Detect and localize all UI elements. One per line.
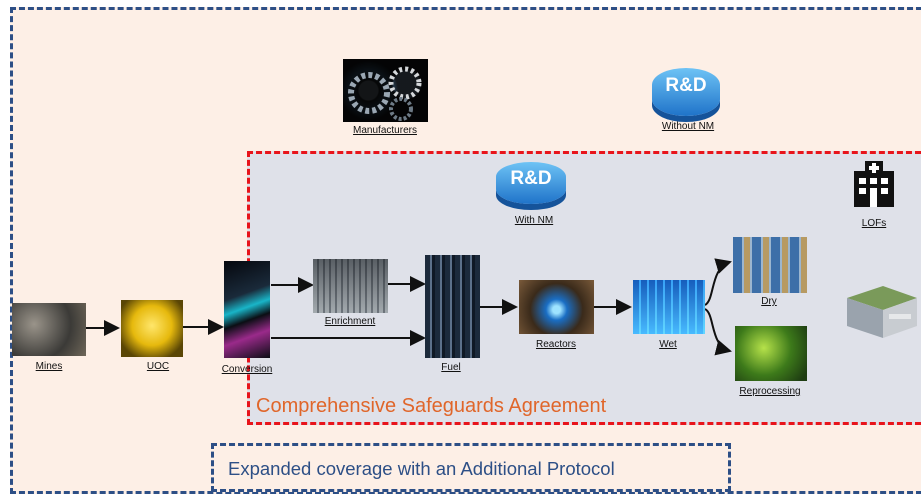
gears-icon — [348, 66, 422, 121]
reactors-image — [519, 280, 594, 334]
fuel-label: Fuel — [441, 362, 461, 373]
conversion-image — [224, 261, 270, 358]
lofs-label: LOFs — [861, 218, 887, 229]
enrichment-label: Enrichment — [324, 316, 376, 327]
mines-label: Mines — [35, 361, 63, 372]
without-nm-label: Without NM — [661, 121, 715, 132]
uoc-label: UOC — [146, 361, 170, 372]
reactors-label: Reactors — [535, 339, 577, 350]
dry-image — [733, 237, 807, 293]
ap-label-box — [211, 443, 731, 492]
with-nm-label: With NM — [514, 215, 554, 226]
reprocessing-label: Reprocessing — [739, 386, 801, 397]
fuel-image — [425, 255, 480, 358]
wet-image — [633, 280, 705, 334]
rd-without-nm-icon: R&D — [652, 68, 720, 116]
arrow-wet-dry — [704, 258, 732, 306]
enrichment-image — [313, 259, 388, 313]
manufacturers-label: Manufacturers — [353, 125, 417, 136]
rd-with-nm-icon: R&D — [496, 162, 566, 204]
mines-image — [12, 303, 86, 356]
reprocessing-image — [735, 326, 807, 381]
uoc-image — [121, 300, 183, 357]
wet-label: Wet — [659, 339, 677, 350]
hospital-icon — [854, 161, 894, 207]
csa-label: Comprehensive Safeguards Agreement — [256, 395, 607, 417]
conversion-label: Conversion — [221, 364, 273, 375]
dry-label: Dry — [761, 296, 777, 307]
arrow-wet-reprocessing — [704, 308, 732, 356]
ap-label: Expanded coverage with an Additional Pro… — [228, 458, 615, 479]
repository-image — [847, 286, 917, 338]
